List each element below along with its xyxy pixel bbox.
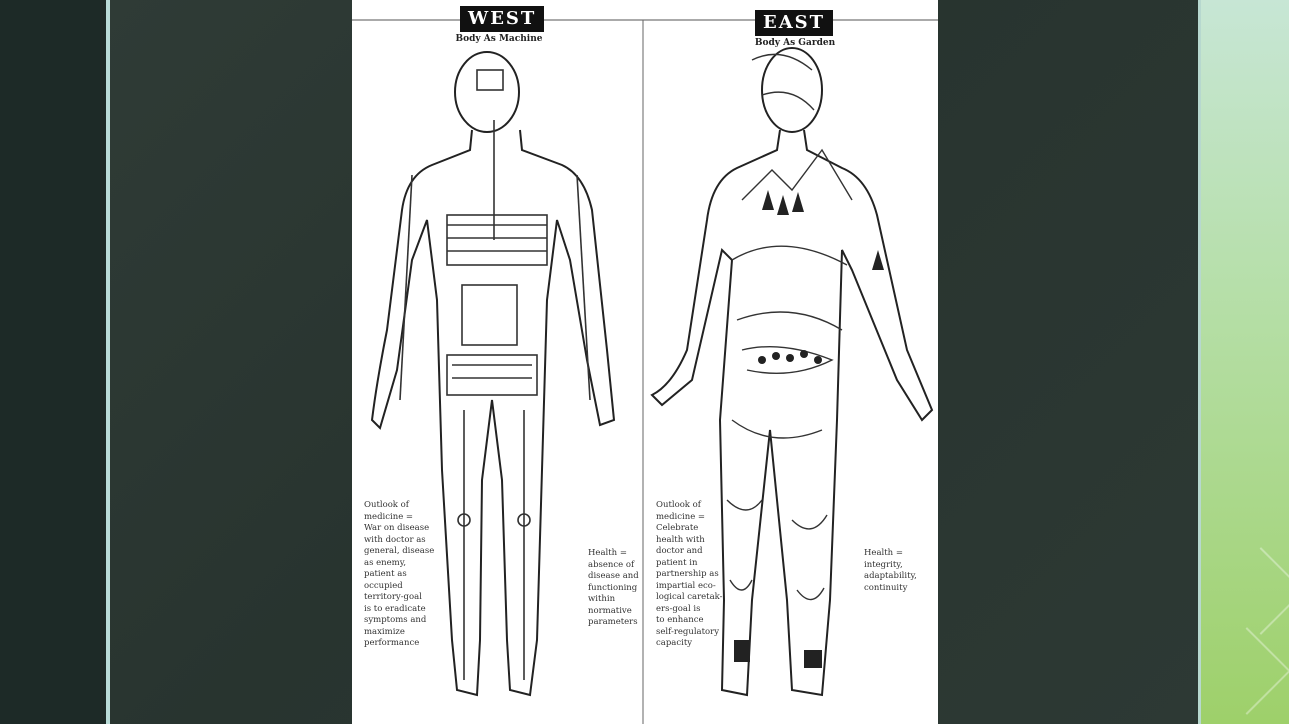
body-comparison-figure: WEST Body As Machine EAST Body As Garden… <box>352 0 938 724</box>
east-outlook-text: Outlook of medicine = Celebrate health w… <box>656 500 728 650</box>
west-outlook-text: Outlook of medicine = War on disease wit… <box>364 500 444 650</box>
left-dark-stripe <box>0 0 106 724</box>
east-health-text: Health = integrity, adaptability, contin… <box>864 548 932 594</box>
east-panel-subtitle: Body As Garden <box>725 38 865 48</box>
west-health-text: Health = absence of disease and function… <box>588 548 650 629</box>
east-panel-title: EAST <box>755 10 833 36</box>
west-panel-title: WEST <box>460 6 544 32</box>
east-tree-marks <box>734 190 884 668</box>
west-panel-subtitle: Body As Machine <box>429 34 569 44</box>
